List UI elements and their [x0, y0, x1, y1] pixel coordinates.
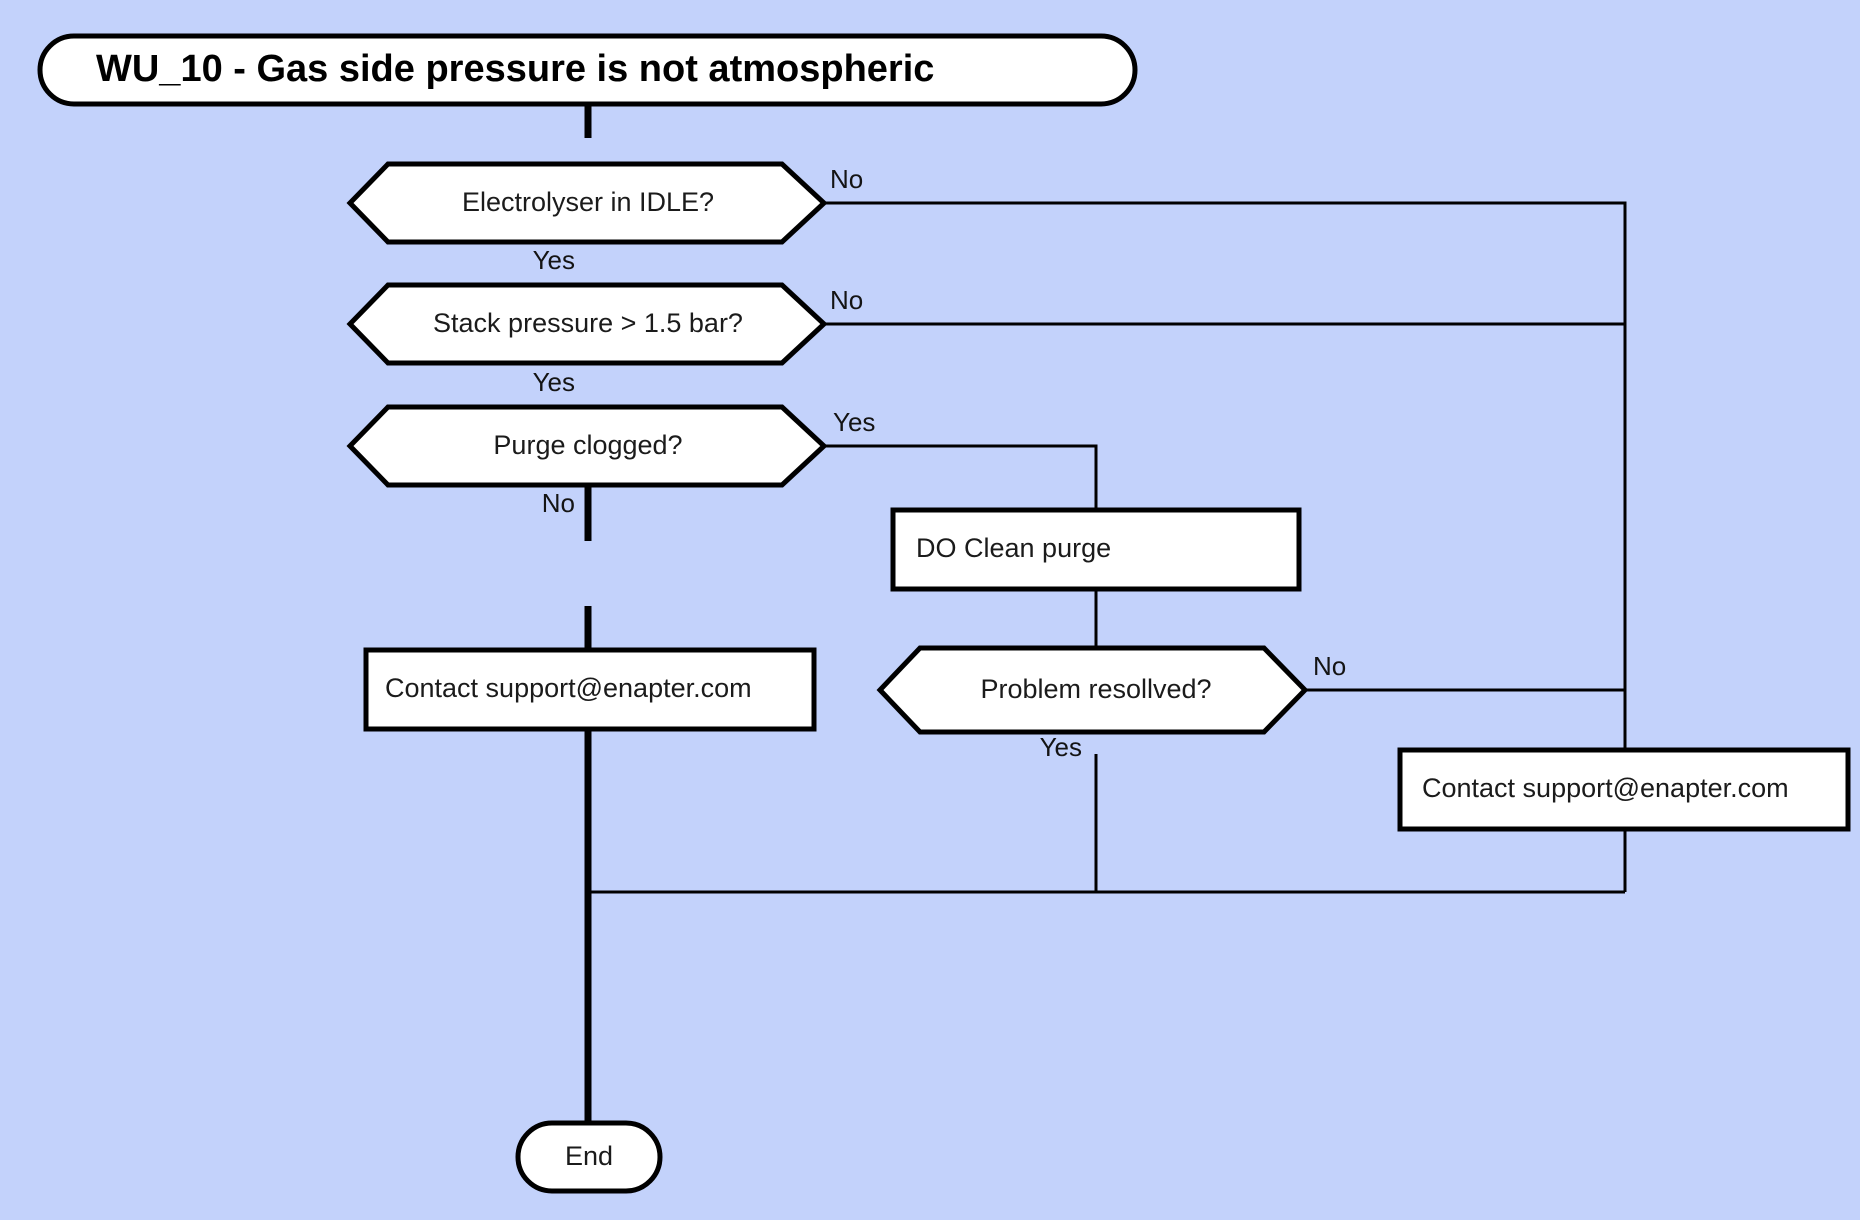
edge-idle-no — [824, 201, 1627, 892]
node-action-clean-purge-label: DO Clean purge — [916, 533, 1111, 563]
node-end-label: End — [565, 1141, 613, 1171]
edge-label-purge-yes: Yes — [833, 407, 875, 437]
node-contact-right[interactable]: Contact support@enapter.com — [1397, 747, 1851, 832]
node-contact-right-label: Contact support@enapter.com — [1422, 773, 1789, 803]
edge-label-idle-yes: Yes — [533, 245, 575, 275]
node-decision-purge-label: Purge clogged? — [493, 430, 682, 460]
node-decision-resolved-label: Problem resollved? — [980, 674, 1211, 704]
node-end[interactable]: End — [515, 1120, 663, 1194]
node-contact-left-label: Contact support@enapter.com — [385, 673, 752, 703]
edge-label-idle-no: No — [830, 164, 863, 194]
edge-label-resolved-yes: Yes — [1040, 732, 1082, 762]
node-start-label: WU_10 - Gas side pressure is not atmosph… — [96, 48, 934, 90]
edge-label-pressure-yes: Yes — [533, 367, 575, 397]
node-decision-idle-label: Electrolyser in IDLE? — [462, 187, 714, 217]
edge-label-resolved-no: No — [1313, 651, 1346, 681]
node-decision-idle[interactable]: Electrolyser in IDLE? — [346, 161, 828, 245]
edge-purge-yes-to-clean-purge — [824, 444, 1098, 510]
node-contact-left[interactable]: Contact support@enapter.com — [363, 647, 817, 732]
node-decision-resolved[interactable]: Problem resollved? — [876, 645, 1309, 735]
node-decision-pressure-label: Stack pressure > 1.5 bar? — [433, 308, 743, 338]
edge-label-pressure-no: No — [830, 285, 863, 315]
edge-label-purge-no: No — [542, 488, 575, 518]
node-start[interactable]: WU_10 - Gas side pressure is not atmosph… — [37, 33, 1138, 107]
node-action-clean-purge[interactable]: DO Clean purge — [890, 507, 1302, 592]
node-decision-purge[interactable]: Purge clogged? — [346, 404, 828, 488]
node-decision-pressure[interactable]: Stack pressure > 1.5 bar? — [346, 282, 828, 366]
